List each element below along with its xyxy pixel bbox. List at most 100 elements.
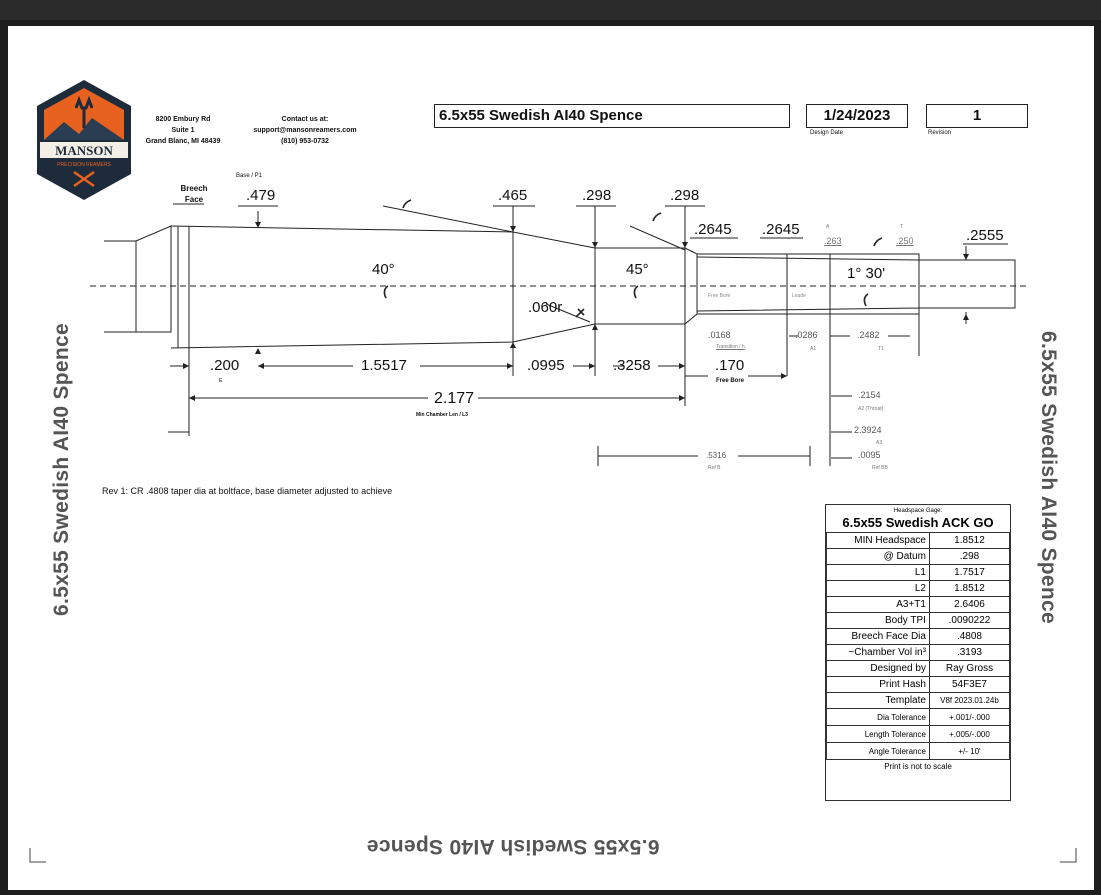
dim-170: .170	[715, 357, 745, 374]
revision-note: Rev 1: CR .4808 taper dia at boltface, b…	[102, 486, 393, 496]
lbl-t1: T1	[878, 346, 884, 352]
lbl-t: T	[900, 224, 904, 230]
free-bore-inner: Free Bore	[708, 293, 731, 299]
not-to-scale-note: Print is not to scale	[884, 762, 952, 771]
row-value: .298	[928, 548, 1011, 565]
row-key: Length Tolerance	[826, 725, 930, 743]
headspace-caption: Headspace Gage:	[893, 508, 943, 514]
lbl-e: E	[219, 378, 223, 384]
free-bore-label: Free Bore	[716, 378, 745, 384]
ref-b-label: Ref B	[708, 465, 721, 471]
revision-label: Revision	[928, 130, 952, 136]
design-date-box: 1/24/2023	[806, 104, 908, 128]
row-key: A3+T1	[826, 596, 930, 613]
table-row: @ Datum.298	[826, 548, 1011, 565]
dim-0995: .0995	[527, 357, 565, 374]
row-key: @ Datum	[826, 548, 930, 565]
dim-15517: 1.5517	[361, 357, 407, 374]
row-key: Designed by	[826, 660, 930, 677]
row-key: MIN Headspace	[826, 532, 930, 549]
address-line: 8200 Embury Rd	[155, 116, 211, 123]
table-row: Length Tolerance+.005/-.000	[826, 725, 1011, 743]
logo-text: MANSON	[55, 143, 113, 158]
a2-throat-label: A2 (Throat)	[858, 406, 884, 412]
dim-2645-a: .2645	[694, 221, 732, 238]
row-value: 1.8512	[928, 580, 1011, 597]
row-key: ~Chamber Vol in³	[826, 644, 930, 661]
corner-mark-left	[29, 848, 46, 863]
chamber-drawing	[90, 199, 1028, 466]
row-key: L1	[826, 564, 930, 581]
row-key: Angle Tolerance	[826, 742, 930, 760]
row-value: +/- 10'	[928, 742, 1011, 760]
lbl-a3: A3	[876, 440, 883, 446]
dim-2645-b: .2645	[762, 221, 800, 238]
corner-mark-right	[1060, 848, 1077, 863]
headspace-gage-panel: Headspace Gage: 6.5x55 Swedish ACK GO MI…	[825, 504, 1011, 801]
dim-2154: .2154	[858, 390, 881, 400]
title-box: 6.5x55 Swedish AI40 Spence	[434, 104, 790, 128]
base-p1-label: Base / P1	[236, 173, 263, 179]
dim-263: .263	[824, 236, 842, 246]
row-value: .3193	[928, 644, 1011, 661]
manson-logo: MANSON PRECISION REAMERS	[37, 80, 131, 200]
table-row: Body TPI.0090222	[826, 612, 1011, 629]
transition-label: Transition / h	[716, 344, 745, 350]
angle-40: 40°	[372, 261, 395, 278]
row-value: Ray Gross	[928, 660, 1011, 677]
contact-email[interactable]: support@mansonreamers.com	[253, 127, 357, 134]
headspace-title: 6.5x55 Swedish ACK GO	[842, 515, 994, 530]
dim-3258: .3258	[613, 357, 651, 374]
row-value: +.001/-.000	[928, 708, 1011, 726]
side-text-bottom: 6.5x55 Swedish AI40 Spence	[366, 835, 660, 858]
revision-box: 1	[926, 104, 1028, 128]
contact-phone: (810) 953-0732	[281, 138, 329, 145]
radius-060: .060r	[528, 299, 563, 316]
row-key: Body TPI	[826, 612, 930, 629]
ref-bb-label: Ref BB	[872, 465, 888, 471]
leade-label: Leade	[792, 293, 806, 299]
angle-45: 45°	[626, 261, 649, 278]
logo-subtext: PRECISION REAMERS	[57, 162, 111, 168]
dim-298-b: .298	[670, 187, 700, 204]
table-row: ~Chamber Vol in³.3193	[826, 644, 1011, 661]
address-block: 8200 Embury Rd Suite 1 Grand Blanc, MI 4…	[138, 114, 228, 147]
dim-0286: .0286	[795, 330, 818, 340]
table-row: Breech Face Dia.4808	[826, 628, 1011, 645]
design-date-label: Design Date	[810, 130, 844, 136]
dim-200: .200	[210, 357, 240, 374]
row-value: V8f 2023.01.24b	[928, 692, 1011, 709]
row-value: .0090222	[928, 612, 1011, 629]
dim-298-a: .298	[582, 187, 612, 204]
row-value: .4808	[928, 628, 1011, 645]
breech-face-label: Breech Face	[176, 183, 212, 205]
angle-1-30: 1° 30'	[847, 265, 886, 282]
row-value: +.005/-.000	[928, 725, 1011, 743]
dim-5316: .5316	[706, 451, 727, 460]
table-row: Dia Tolerance+.001/-.000	[826, 708, 1011, 726]
table-row: Angle Tolerance+/- 10'	[826, 742, 1011, 760]
breech-label: Breech	[180, 184, 208, 193]
lbl-a: A	[826, 224, 830, 230]
row-key: Breech Face Dia	[826, 628, 930, 645]
top-bar	[0, 0, 1101, 20]
address-line: Suite 1	[171, 127, 195, 134]
dim-2555: .2555	[966, 227, 1004, 244]
face-label: Face	[184, 195, 204, 204]
dim-2177: 2.177	[434, 390, 475, 407]
row-value: 1.7517	[928, 564, 1011, 581]
dim-250: .250	[896, 236, 914, 246]
row-key: Template	[826, 692, 930, 709]
address-line: Grand Blanc, MI 48439	[145, 138, 221, 145]
row-key: Dia Tolerance	[826, 708, 930, 726]
row-key: Print Hash	[826, 676, 930, 693]
row-value: 2.6406	[928, 596, 1011, 613]
